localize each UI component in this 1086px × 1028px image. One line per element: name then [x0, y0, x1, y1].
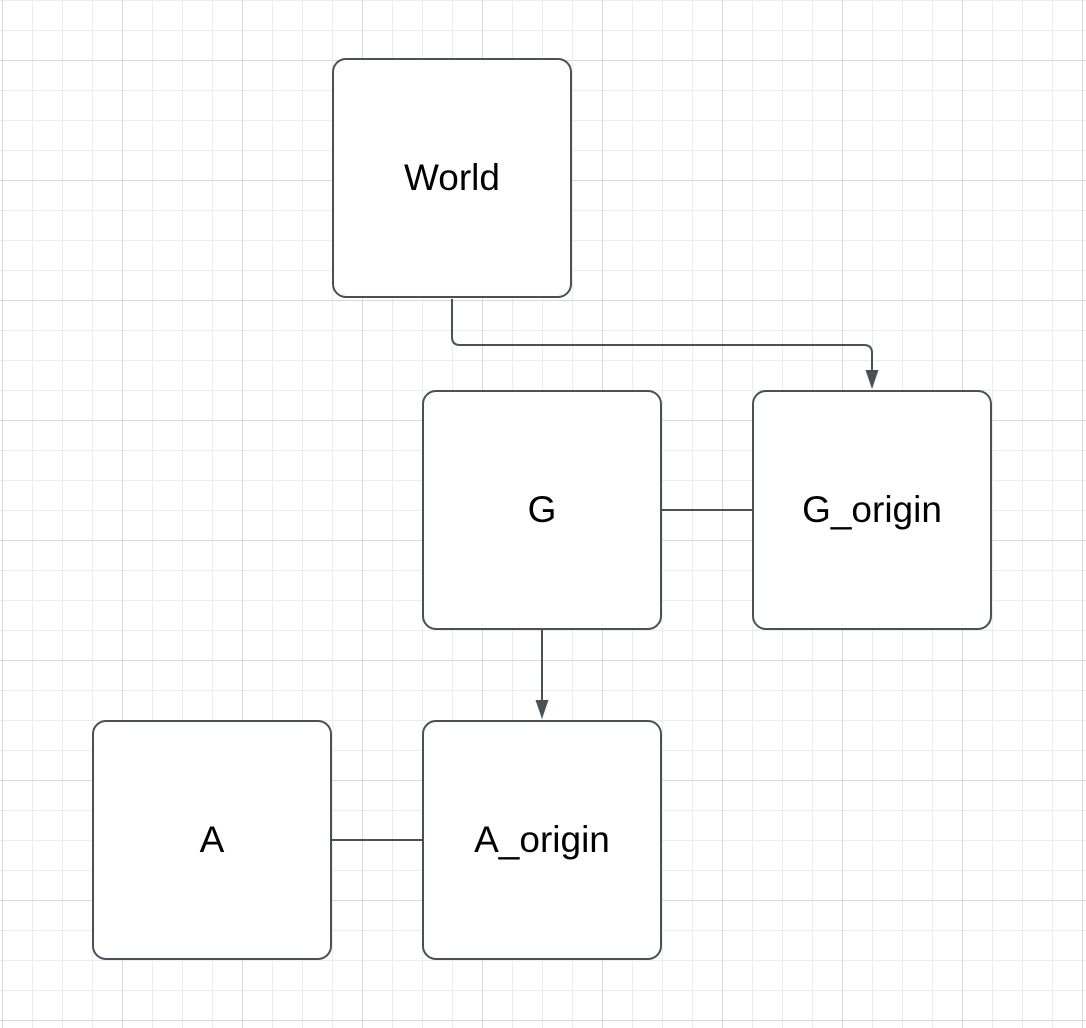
- node-world-label: World: [404, 156, 500, 198]
- arrowhead-icon: [865, 370, 879, 389]
- node-world[interactable]: World: [332, 58, 572, 298]
- node-a-origin-label: A_origin: [474, 818, 610, 860]
- arrowhead-icon: [535, 700, 549, 719]
- node-g[interactable]: G: [422, 390, 662, 630]
- node-g-origin[interactable]: G_origin: [752, 390, 992, 630]
- edge-g-to-a-origin[interactable]: [535, 630, 549, 719]
- node-a-label: A: [199, 818, 225, 860]
- node-g-label: G: [527, 488, 557, 530]
- edge-line[interactable]: [451, 299, 873, 371]
- node-g-origin-label: G_origin: [802, 488, 942, 530]
- edge-world-to-g-origin[interactable]: [451, 299, 879, 389]
- node-a[interactable]: A: [92, 720, 332, 960]
- node-a-origin[interactable]: A_origin: [422, 720, 662, 960]
